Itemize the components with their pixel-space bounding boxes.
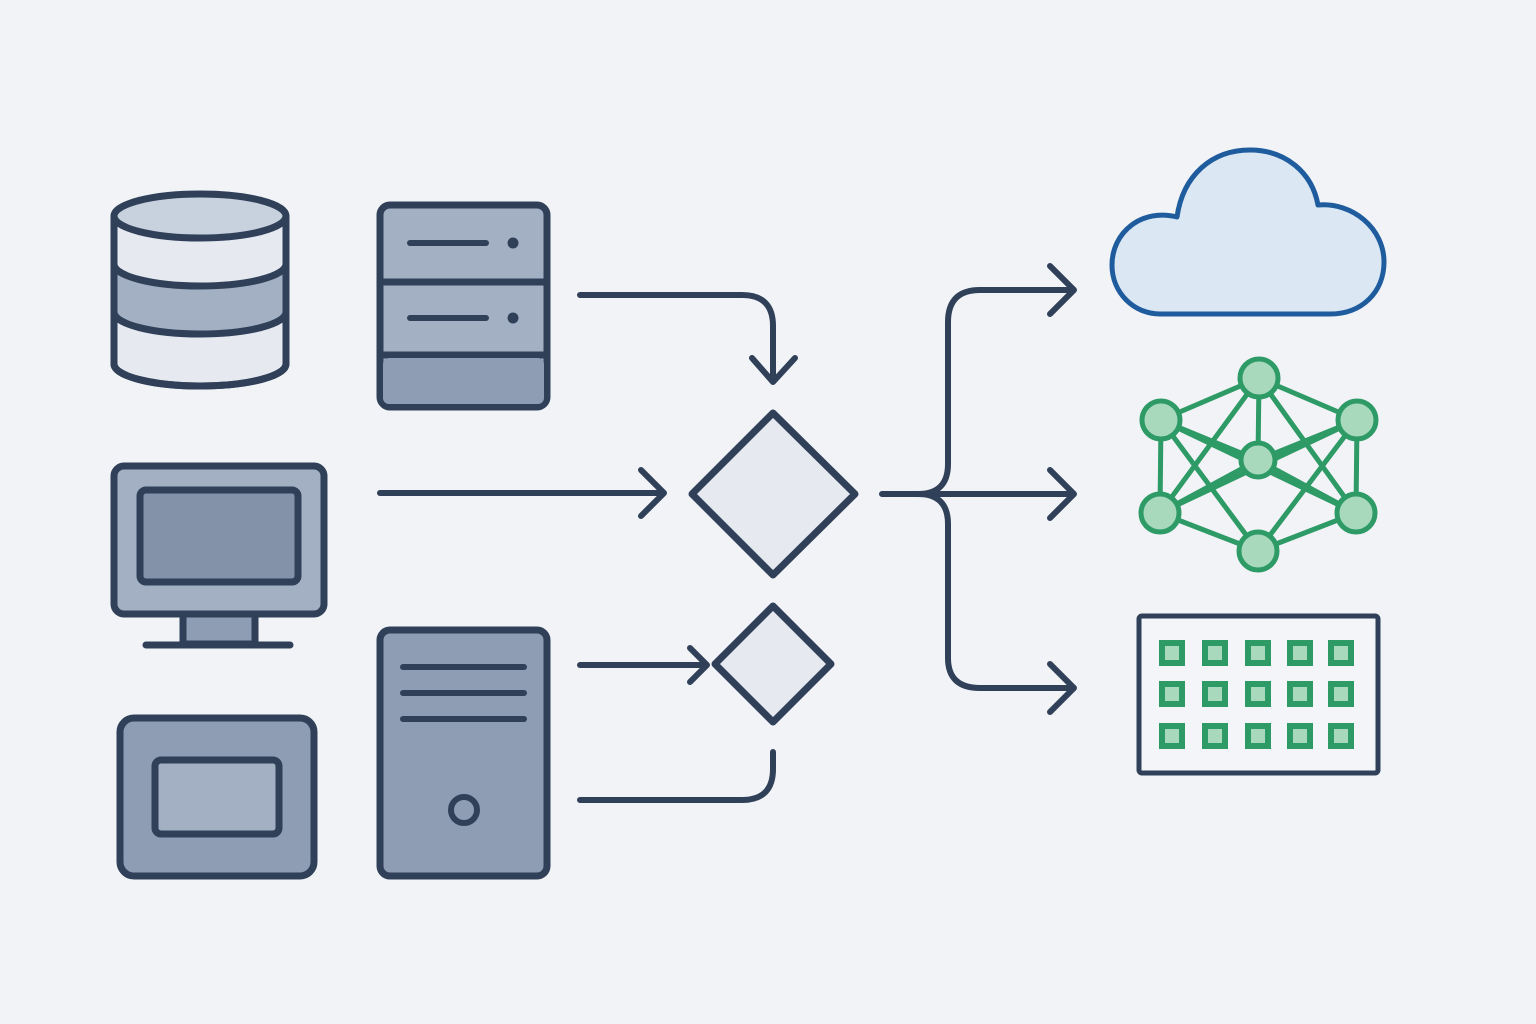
grid-cell: [1202, 640, 1228, 666]
grid-cell: [1245, 640, 1271, 666]
connector-rack-to-decision: [577, 292, 776, 383]
monitor-icon: [110, 462, 328, 649]
cloud-icon: [1109, 147, 1387, 317]
tower-pc-icon: [376, 626, 551, 880]
arrowhead-right: [1047, 263, 1077, 317]
grid-cell: [1202, 681, 1228, 707]
network-node: [1138, 491, 1182, 535]
network-node: [1334, 491, 1378, 535]
grid-cell: [1328, 723, 1354, 749]
network-node: [1335, 398, 1379, 442]
neural-network-icon: [1138, 356, 1379, 573]
grid-cell: [1245, 723, 1271, 749]
network-node: [1236, 529, 1280, 573]
arrowhead-right: [638, 467, 667, 519]
arrowhead-down: [749, 355, 798, 385]
grid-cell: [1287, 723, 1313, 749]
grid-cell: [1159, 723, 1185, 749]
grid-cell: [1328, 681, 1354, 707]
arrowhead-right: [1047, 661, 1077, 715]
grid-cell: [1287, 681, 1313, 707]
tablet-icon: [116, 714, 318, 880]
arrowhead-right: [1047, 467, 1077, 521]
arrowhead-right: [687, 645, 710, 685]
connector-branch-to-grid: [915, 491, 1075, 691]
connector-tower-to-decision-lower: [577, 749, 776, 803]
network-node: [1238, 440, 1278, 480]
connector-decision-to-branch: [879, 287, 1075, 497]
grid-cell: [1159, 640, 1185, 666]
grid-cell: [1287, 640, 1313, 666]
decision-main-diamond-icon: [688, 409, 859, 579]
network-node: [1237, 356, 1281, 400]
grid-cell: [1202, 723, 1228, 749]
grid-cell: [1245, 681, 1271, 707]
network-node: [1139, 398, 1183, 442]
grid-cell: [1328, 640, 1354, 666]
grid-array-icon: [1136, 613, 1381, 776]
rack-server-icon: [376, 201, 551, 411]
grid-cell: [1159, 681, 1185, 707]
decision-secondary-diamond-icon: [711, 602, 835, 726]
database-icon: [110, 190, 290, 390]
